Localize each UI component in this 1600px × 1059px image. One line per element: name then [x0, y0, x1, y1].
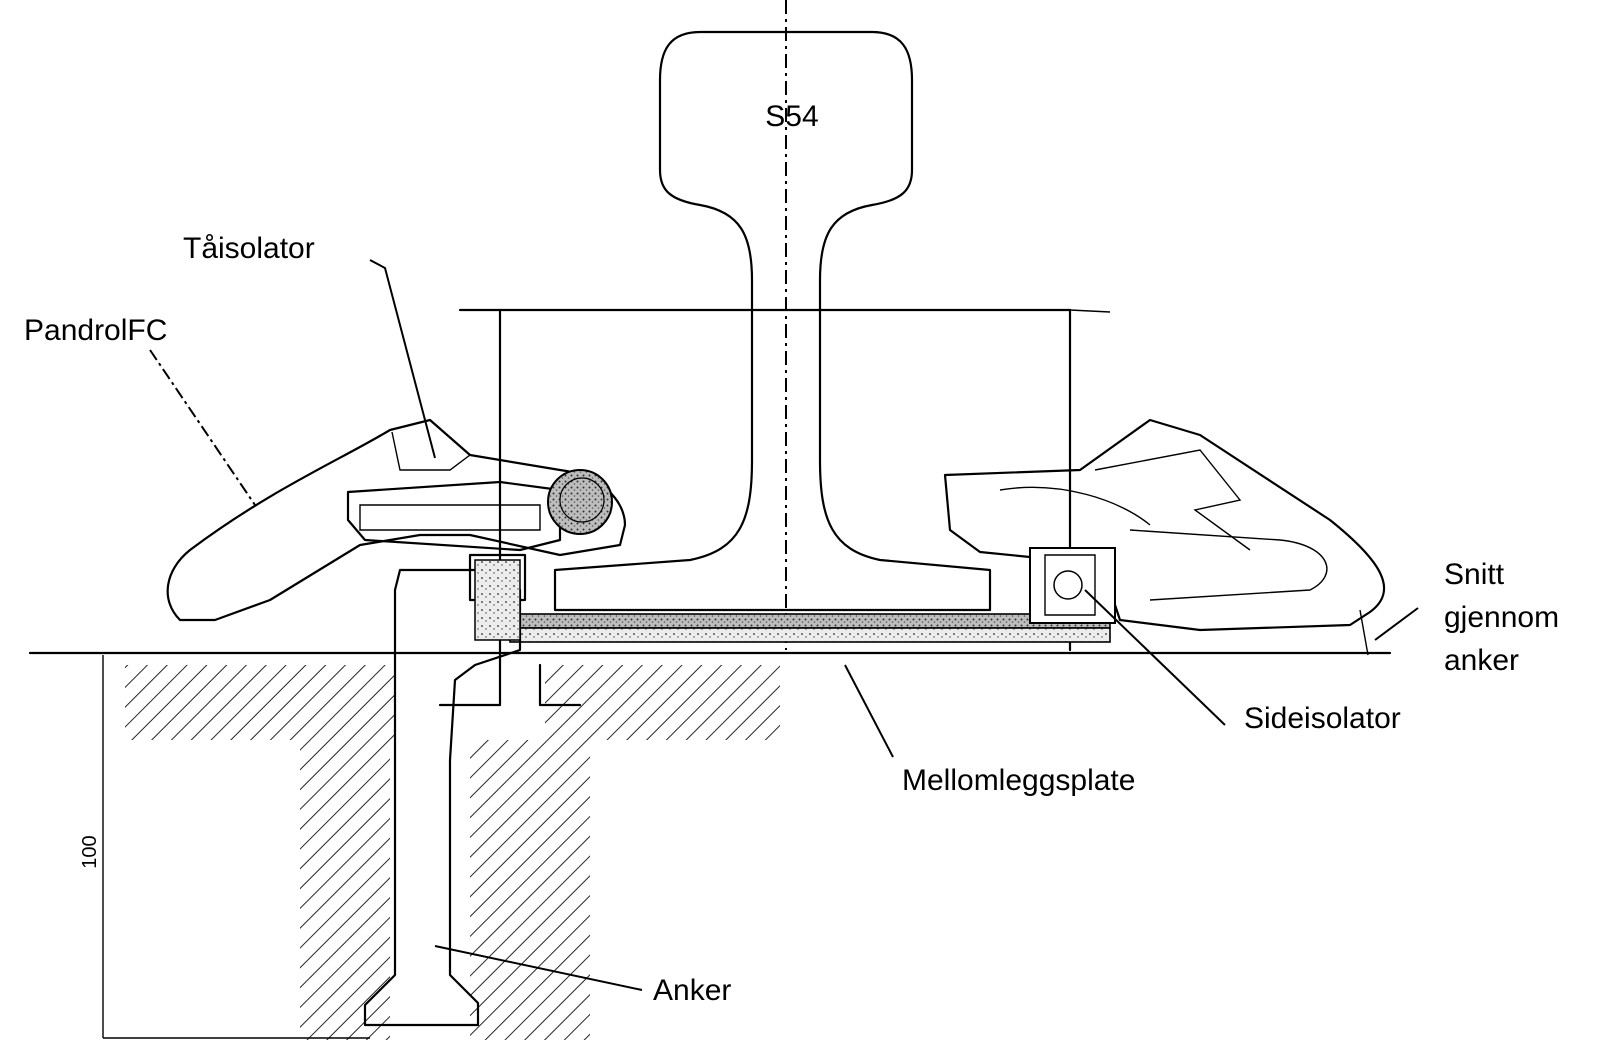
leader-toe-insulator	[369, 259, 436, 459]
concrete-sleeper	[125, 665, 780, 1040]
leader-lines	[149, 259, 1419, 991]
pandrol-fc-label: PandrolFC	[24, 314, 167, 347]
leader-section	[1374, 607, 1419, 641]
rail-pad	[509, 613, 1111, 643]
section-label-line3: anker	[1444, 644, 1519, 677]
section-label-line1: Snitt	[1444, 558, 1505, 591]
leader-anchor	[434, 945, 643, 991]
side-insulator-label: Sideisolator	[1244, 702, 1401, 735]
leader-side-insulator	[1084, 589, 1226, 726]
dimension-label: 100	[79, 835, 101, 868]
section-label-line2: gjennom	[1444, 601, 1559, 634]
rail-label: S54	[765, 100, 818, 133]
pandrol-fc-clip-right	[943, 418, 1386, 656]
pandrol-fc-clip-left	[166, 418, 627, 622]
leader-pandrol	[149, 349, 256, 506]
dimension-100: 100	[79, 655, 370, 1039]
leader-pad	[844, 664, 894, 758]
anchor-label: Anker	[653, 974, 731, 1007]
rail-s54: S54	[553, 0, 992, 650]
anchor	[363, 553, 527, 1027]
toe-insulator-label: Tåisolator	[183, 232, 315, 265]
pad-label: Mellomleggsplate	[902, 764, 1135, 797]
